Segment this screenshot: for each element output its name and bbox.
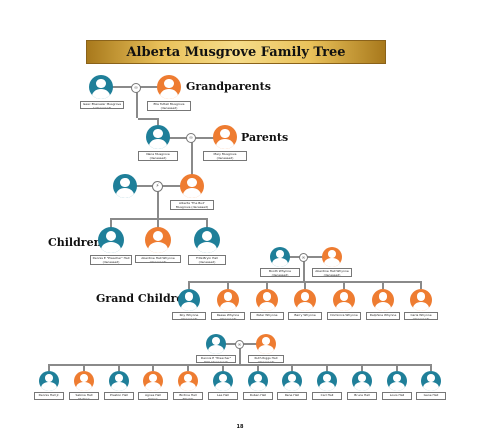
hall-child-label: Dennis Hall Jr.	[34, 392, 64, 400]
hall-child-avatar	[178, 371, 198, 391]
father-label: Nana Musgrove (deceased)	[138, 151, 178, 161]
hall-child-avatar	[143, 371, 163, 391]
child-label: Aberdine Hall Whynne (deceased)	[135, 255, 181, 263]
grandchild-label: Peter Whynne	[250, 312, 284, 320]
whynne-father-avatar	[270, 247, 290, 267]
alberta-avatar	[180, 174, 204, 198]
hall-child-label: Ruben Hall	[243, 392, 273, 400]
grandchild-avatar	[294, 289, 316, 311]
grandchild-label: Carla Whynne (deceased)	[404, 312, 438, 320]
marriage-icon: ∞	[299, 253, 308, 262]
grandchild-avatar	[410, 289, 432, 311]
marriage-icon: ∞	[235, 340, 244, 349]
spouse-avatar	[113, 174, 137, 198]
hall-child-label: Rene Hall	[277, 392, 307, 400]
hall-child-avatar	[213, 371, 233, 391]
hall-child-avatar	[387, 371, 407, 391]
marriage-icon: ∞	[186, 133, 196, 143]
child-avatar	[98, 227, 124, 253]
page-title: Alberta Musgrove Family Tree	[126, 44, 346, 60]
hall-child-avatar	[282, 371, 302, 391]
hall-child-label: Bruce Hall	[347, 392, 377, 400]
hall-child-label: Sabina Hall Hudson	[69, 392, 99, 400]
grandfather-avatar	[89, 75, 113, 99]
child-label: Dennis E "Preacher" Hall (deceased)	[90, 255, 132, 265]
hall-father-avatar	[206, 334, 226, 354]
grandmother-avatar	[157, 75, 181, 99]
hall-child-label: Preston Hall	[104, 392, 134, 400]
grandmother-label: Ella Tuttell Musgrove (deceased)	[147, 101, 191, 111]
grandfather-label: Isaac Ebenezer Musgrove I (deceased)	[80, 101, 124, 109]
title-banner: Alberta Musgrove Family Tree	[86, 40, 386, 64]
hall-child-avatar	[421, 371, 441, 391]
hall-child-label: Gene Hall	[416, 392, 446, 400]
grandchild-avatar	[333, 289, 355, 311]
divorce-icon: ⚡	[152, 181, 163, 192]
hall-child-label: Lee Hall	[208, 392, 238, 400]
grandchild-label: Roy Whynne (deceased)	[172, 312, 206, 320]
hall-child-avatar	[109, 371, 129, 391]
hall-child-label: Agnes Hall Simon (deceased)	[138, 392, 168, 400]
hall-child-avatar	[39, 371, 59, 391]
hall-father-label: Dennis E "Preacher" Hall (deceased)	[196, 355, 236, 363]
grandchild-label: Dominica Whynne	[327, 312, 361, 320]
grandchild-avatar	[217, 289, 239, 311]
mother-label: Mary Musgrove (deceased)	[203, 151, 247, 161]
heading-parents: Parents	[241, 131, 289, 144]
heading-grandparents: Grandparents	[186, 80, 271, 93]
grandchild-avatar	[256, 289, 278, 311]
father-avatar	[146, 125, 170, 149]
mother-avatar	[213, 125, 237, 149]
hall-child-label: Birdine Hall Shields	[173, 392, 203, 400]
heading-grand-children: Grand Children	[96, 292, 192, 305]
heading-children: Children	[48, 236, 102, 249]
child-avatar	[145, 227, 171, 253]
page-number: 18	[236, 424, 244, 430]
grandchild-label: Delphine Whynne	[366, 312, 400, 320]
whynne-mother-label: Aberdine Hall Whynne (deceased)	[312, 268, 352, 277]
grandchild-avatar	[178, 289, 200, 311]
marriage-icon: ∞	[131, 83, 141, 93]
hall-child-avatar	[248, 371, 268, 391]
hall-child-avatar	[352, 371, 372, 391]
child-label: Fritz-Bryin Hall (deceased)	[188, 255, 226, 265]
whynne-father-label: Booth Whynne (deceased)	[260, 268, 300, 277]
grandchild-label: Reese Whynne (deceased)	[211, 312, 245, 320]
hall-mother-label: Ruth Riggs Hall (deceased)	[248, 355, 284, 363]
hall-child-label: Carl Hall	[312, 392, 342, 400]
grandchild-label: Barry Whynne	[288, 312, 322, 320]
child-avatar	[194, 227, 220, 253]
hall-child-avatar	[74, 371, 94, 391]
hall-child-avatar	[317, 371, 337, 391]
grandchild-avatar	[372, 289, 394, 311]
whynne-mother-avatar	[322, 247, 342, 267]
hall-mother-avatar	[256, 334, 276, 354]
hall-child-label: Louis Hall	[382, 392, 412, 400]
alberta-label: Alberta 'The Bud' Musgrove (deceased)	[170, 200, 214, 210]
